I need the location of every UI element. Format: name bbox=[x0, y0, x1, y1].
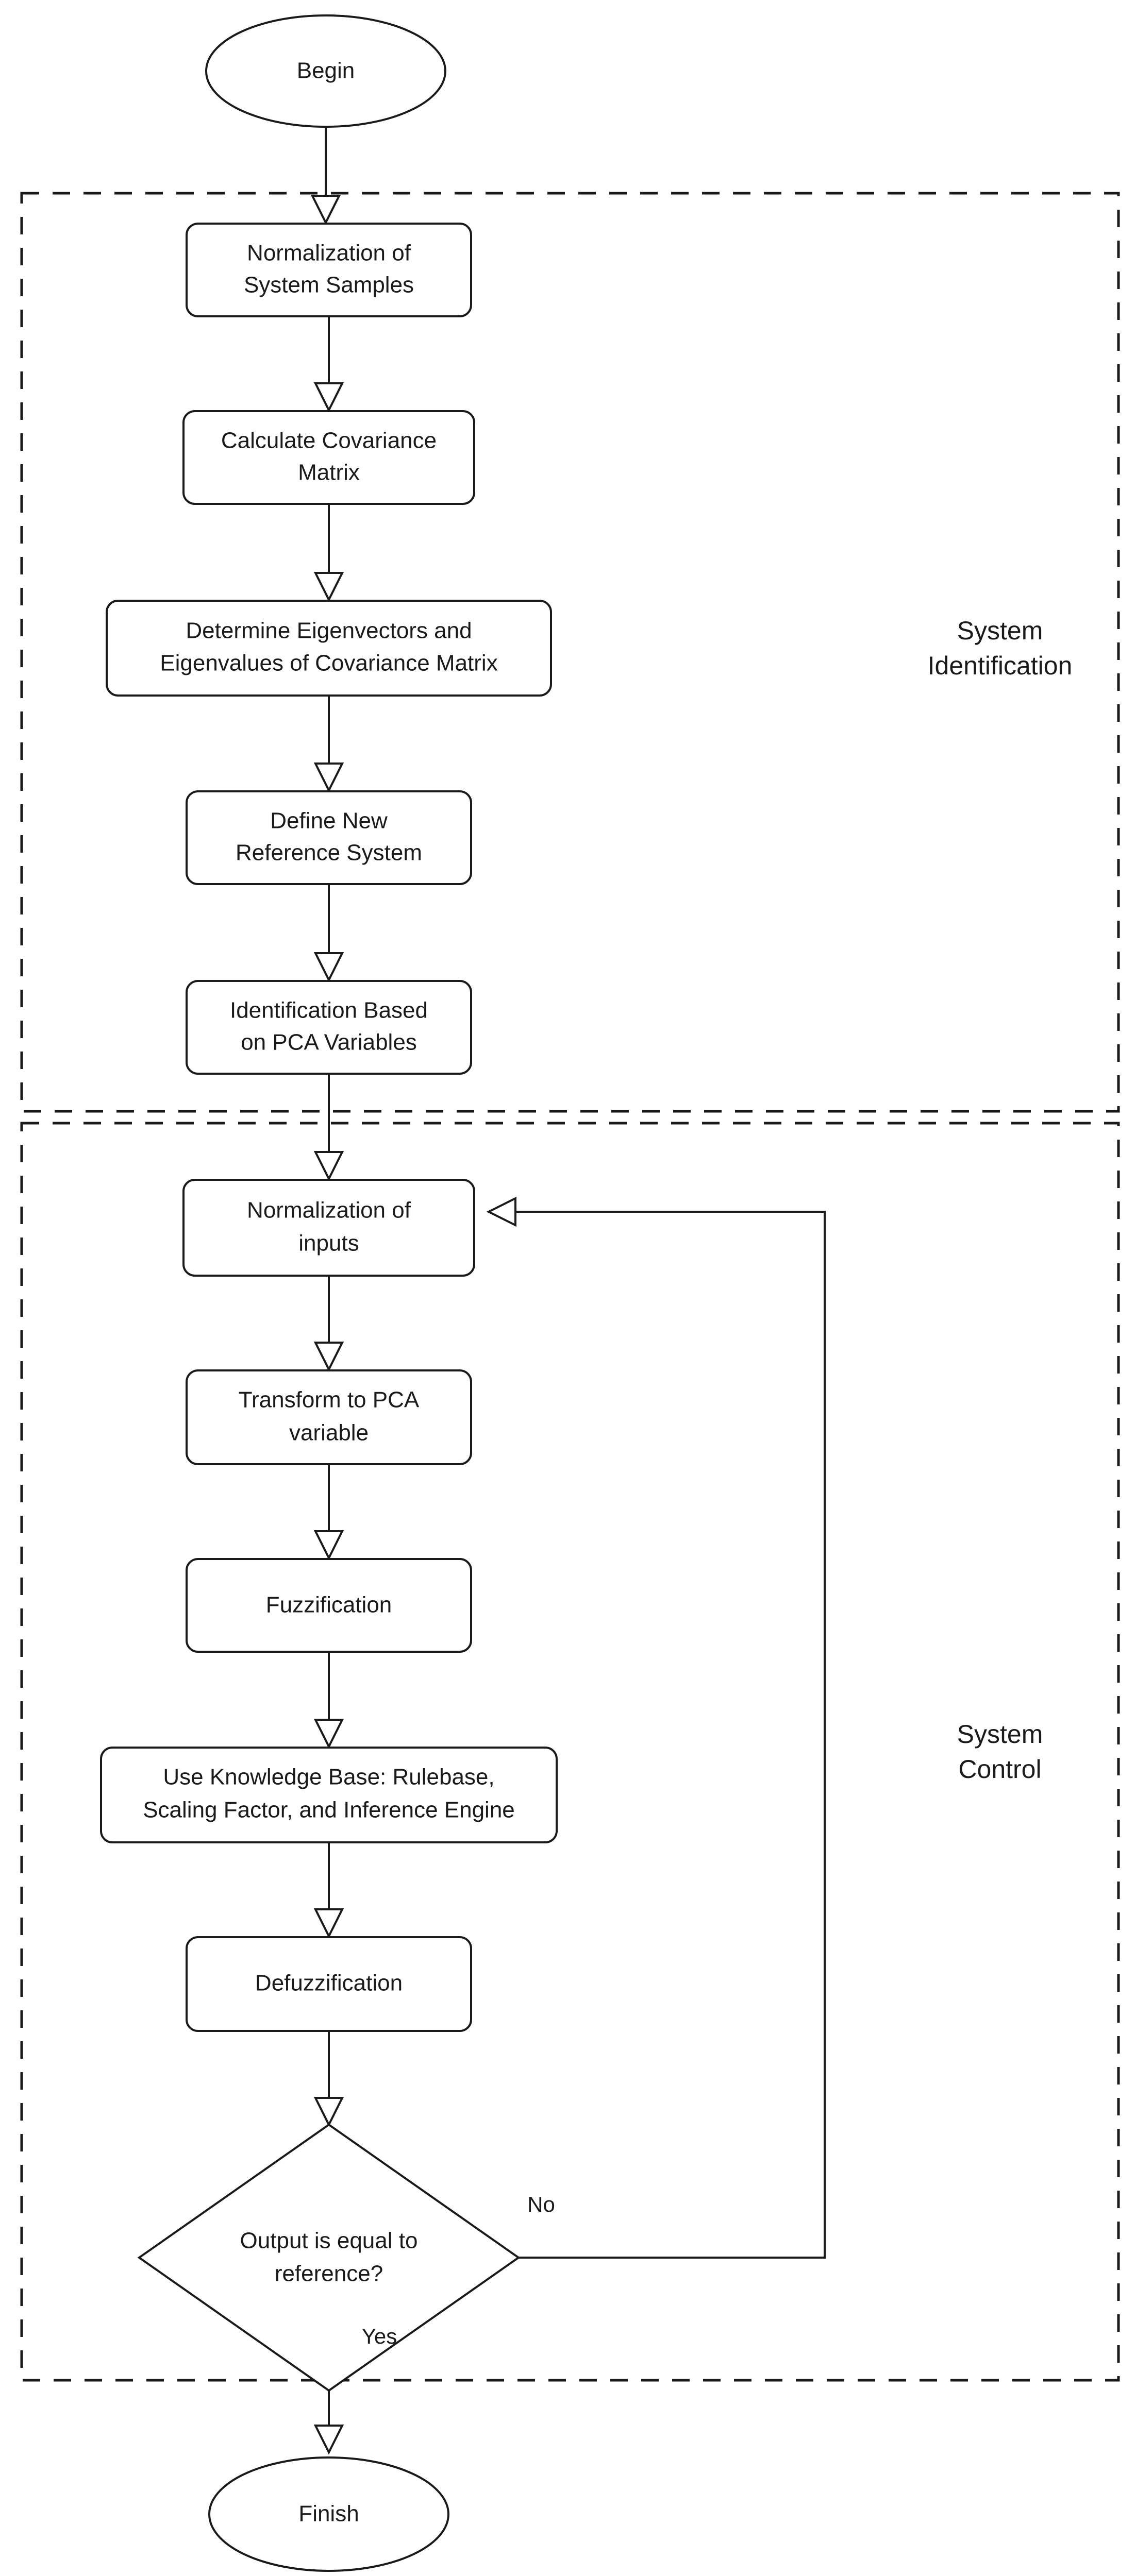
node-calculate-covariance-matrix-line1: Calculate Covariance bbox=[221, 428, 437, 453]
node-output-equal-to-reference-line2: reference? bbox=[275, 2261, 383, 2286]
group-boundary-system-identification bbox=[20, 192, 1120, 1113]
group-label-system-control-line1: System bbox=[957, 1720, 1043, 1749]
arrowhead-begin-to-step1 bbox=[310, 195, 341, 225]
arrowhead-step5-to-control1 bbox=[313, 1151, 344, 1181]
node-fuzzification-line1: Fuzzification bbox=[266, 1592, 392, 1618]
arrowhead-control4-to-control5 bbox=[313, 1908, 344, 1939]
arrowhead-step4-to-step5 bbox=[313, 952, 344, 982]
arrowhead-control2-to-control3 bbox=[313, 1530, 344, 1561]
node-define-new-reference-system-line2: Reference System bbox=[236, 840, 422, 866]
arrowhead-yes-to-finish bbox=[313, 2425, 344, 2455]
node-normalization-of-inputs-line1: Normalization of bbox=[247, 1198, 411, 1223]
arrowhead-control3-to-control4 bbox=[313, 1719, 344, 1749]
arrowhead-step2-to-step3 bbox=[313, 572, 344, 602]
group-label-system-identification-line2: Identification bbox=[928, 651, 1073, 680]
arrowhead-step1-to-step2 bbox=[313, 382, 344, 413]
arrowhead-no-feedback-loop bbox=[486, 1196, 516, 1227]
node-define-new-reference-system-line1: Define New bbox=[270, 808, 388, 834]
node-normalization-of-system-samples-line2: System Samples bbox=[244, 273, 414, 298]
node-defuzzification-line1: Defuzzification bbox=[255, 1971, 403, 1996]
node-transform-to-pca-variable-line1: Transform to PCA bbox=[239, 1387, 420, 1413]
node-identification-based-on-pca[interactable] bbox=[186, 980, 472, 1075]
node-define-new-reference-system[interactable] bbox=[186, 790, 472, 885]
node-transform-to-pca-variable[interactable] bbox=[186, 1369, 472, 1465]
node-use-knowledge-base[interactable] bbox=[100, 1747, 558, 1843]
finish-terminator-label: Finish bbox=[298, 2501, 359, 2527]
group-label-system-control-line2: Control bbox=[958, 1755, 1041, 1784]
arrowhead-control1-to-control2 bbox=[313, 1342, 344, 1372]
edge-no-feedback-loop bbox=[515, 1211, 826, 2259]
node-transform-to-pca-variable-line2: variable bbox=[289, 1420, 369, 1446]
node-normalization-of-inputs-line2: inputs bbox=[298, 1231, 359, 1256]
node-determine-eigenvectors[interactable] bbox=[106, 600, 552, 697]
node-use-knowledge-base-line2: Scaling Factor, and Inference Engine bbox=[143, 1798, 515, 1823]
node-determine-eigenvectors-line1: Determine Eigenvectors and bbox=[186, 618, 472, 643]
node-calculate-covariance-matrix[interactable] bbox=[182, 410, 475, 505]
node-determine-eigenvectors-line2: Eigenvalues of Covariance Matrix bbox=[160, 651, 497, 676]
node-output-equal-to-reference[interactable] bbox=[137, 2123, 521, 2392]
node-output-equal-to-reference-line1: Output is equal to bbox=[240, 2228, 418, 2253]
group-label-system-identification-line1: System bbox=[957, 616, 1043, 645]
node-identification-based-on-pca-line2: on PCA Variables bbox=[241, 1030, 417, 1055]
node-use-knowledge-base-line1: Use Knowledge Base: Rulebase, bbox=[163, 1765, 494, 1790]
arrowhead-step3-to-step4 bbox=[313, 762, 344, 793]
finish-terminator[interactable] bbox=[208, 2456, 449, 2572]
node-normalization-of-system-samples-line1: Normalization of bbox=[247, 241, 411, 266]
edge-label-no: No bbox=[527, 2192, 555, 2216]
arrowhead-control5-to-decision bbox=[313, 2097, 344, 2127]
node-normalization-of-system-samples[interactable] bbox=[186, 223, 472, 317]
begin-terminator-label: Begin bbox=[297, 58, 355, 83]
node-normalization-of-inputs[interactable] bbox=[182, 1179, 475, 1277]
node-calculate-covariance-matrix-line2: Matrix bbox=[298, 460, 360, 485]
node-identification-based-on-pca-line1: Identification Based bbox=[230, 998, 428, 1023]
edge-label-yes: Yes bbox=[362, 2324, 397, 2348]
